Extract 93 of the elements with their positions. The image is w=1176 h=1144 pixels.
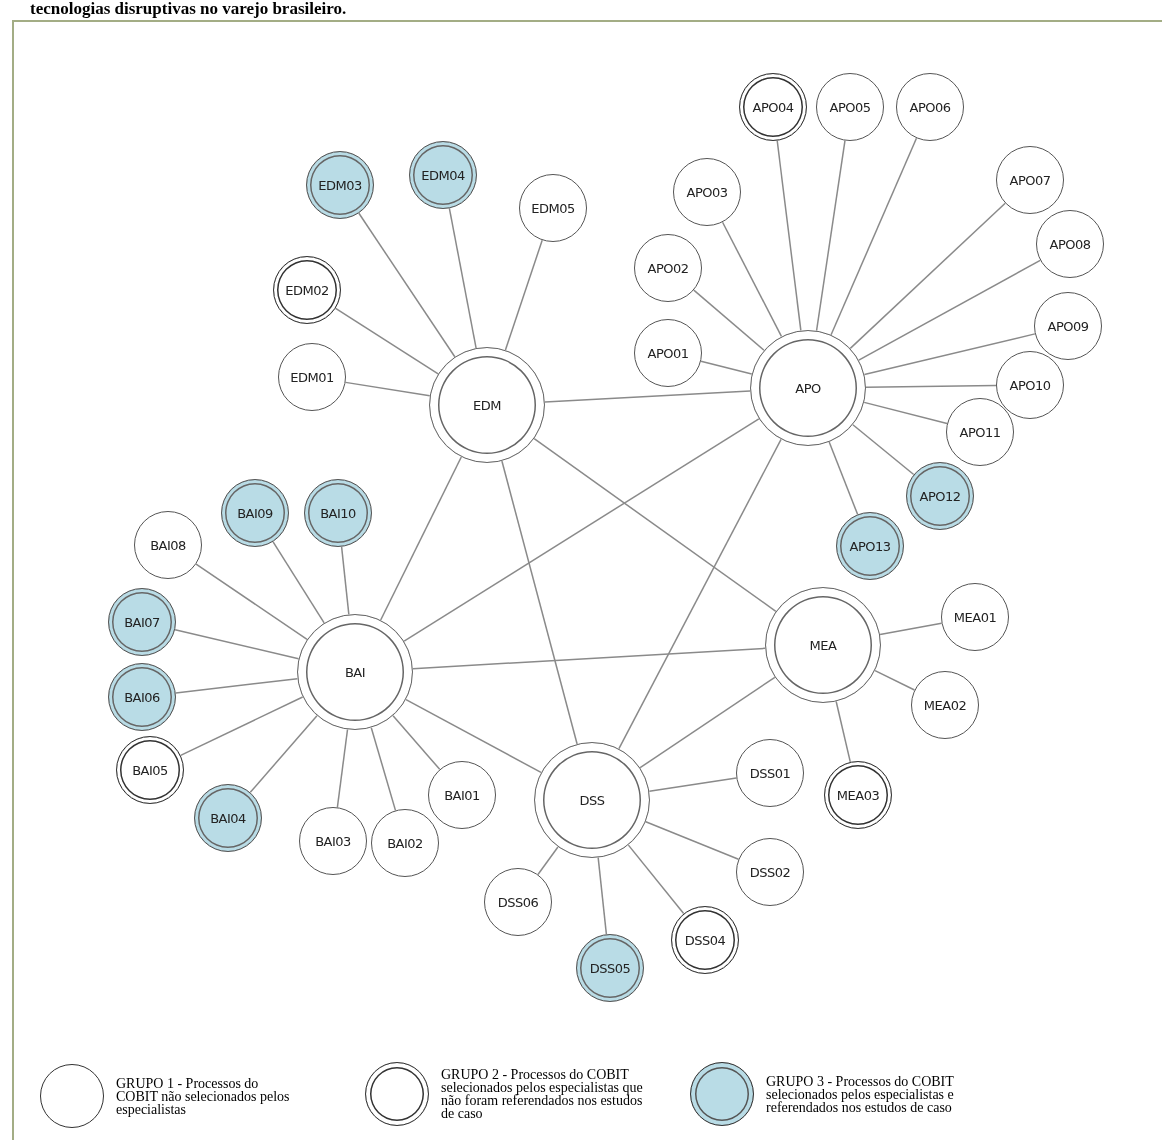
- connector-line: [639, 676, 776, 769]
- legend-text: GRUPO 3 - Processos do COBIT selecionados pelos especialistas e referendados nos estudos de caso: [766, 1074, 955, 1114]
- connector-line: [721, 221, 783, 338]
- process-code: EDM03: [318, 177, 362, 193]
- process-code: DSS04: [684, 932, 726, 948]
- process-code: EDM04: [421, 167, 465, 183]
- connector-line: [537, 846, 559, 876]
- title: tecnologias disruptivas no varejo brasileiro.: [30, 0, 347, 18]
- process-code: DSS05: [589, 960, 631, 976]
- connector-line: [403, 418, 760, 642]
- connector-line: [863, 401, 948, 425]
- connector-line: [700, 360, 753, 375]
- connector-line: [412, 647, 766, 670]
- process-code: APO03: [686, 184, 728, 200]
- connector-line: [544, 390, 751, 403]
- connector-line: [392, 715, 441, 771]
- process-code: DSS: [579, 792, 605, 808]
- connector-line: [879, 622, 943, 636]
- process-code: DSS01: [749, 765, 791, 781]
- process-code: MEA03: [836, 787, 880, 803]
- connector-line: [648, 777, 738, 793]
- connector-line: [852, 424, 915, 476]
- process-code: EDM05: [531, 200, 575, 216]
- connector-line: [618, 438, 782, 750]
- process-code: BAI04: [210, 810, 246, 826]
- process-code: BAI06: [124, 689, 160, 705]
- connector-line: [272, 541, 325, 624]
- process-code: APO12: [919, 488, 961, 504]
- connector-line: [858, 259, 1041, 361]
- connector-line: [448, 207, 477, 349]
- process-code: APO06: [909, 99, 951, 115]
- process-circle: [946, 398, 1014, 466]
- connector-line: [370, 726, 397, 812]
- connector-line: [645, 821, 740, 860]
- connector-line: [863, 333, 1036, 376]
- connector-line: [828, 441, 859, 516]
- process-circle: [996, 351, 1064, 419]
- connector-line: [835, 700, 851, 763]
- process-code: APO07: [1009, 172, 1051, 188]
- connector-line: [815, 139, 846, 332]
- process-code: APO09: [1047, 318, 1089, 334]
- process-code: DSS06: [497, 894, 539, 910]
- process-code: BAI02: [387, 835, 423, 851]
- process-code: APO08: [1049, 236, 1091, 252]
- connector-line: [175, 678, 299, 694]
- process-code: BAI07: [124, 614, 160, 630]
- process-code: BAI09: [237, 505, 273, 521]
- process-code: APO01: [647, 345, 689, 361]
- process-code: APO11: [959, 424, 1001, 440]
- process-code: MEA: [809, 637, 837, 653]
- connector-line: [340, 546, 350, 616]
- connector-line: [874, 669, 916, 691]
- process-code: EDM02: [285, 282, 329, 298]
- connector-line: [776, 140, 802, 332]
- process-code: BAI10: [320, 505, 356, 521]
- connector-line: [504, 239, 543, 351]
- legend-text: GRUPO 1 - Processos do COBIT não selecionados pelos especialistas: [116, 1076, 291, 1116]
- process-code: APO: [795, 380, 821, 396]
- connector-line: [336, 728, 349, 809]
- connector-line: [501, 460, 578, 745]
- process-code: MEA01: [953, 609, 997, 625]
- legend-text: GRUPO 2 - Processos do COBIT selecionados pelos especialistas que não foram referendados nos estudos de caso: [441, 1068, 644, 1120]
- connector-line: [693, 289, 765, 351]
- process-code: APO02: [647, 260, 689, 276]
- connector-line: [179, 696, 304, 757]
- process-circle: [428, 761, 496, 829]
- connector-line: [405, 698, 542, 774]
- process-code: APO13: [849, 538, 891, 554]
- process-code: BAI: [344, 664, 366, 680]
- connector-line: [533, 437, 777, 613]
- process-code: APO04: [752, 99, 794, 115]
- process-code: MEA02: [923, 697, 967, 713]
- connector-line: [865, 384, 997, 388]
- process-code: BAI05: [132, 762, 168, 778]
- connector-line: [249, 715, 318, 794]
- process-code: EDM: [473, 397, 501, 413]
- connector-line: [379, 456, 463, 621]
- process-code: BAI01: [444, 787, 480, 803]
- process-code: APO10: [1009, 377, 1051, 393]
- connector-line: [174, 629, 300, 660]
- connector-line: [358, 212, 456, 358]
- connector-line: [344, 381, 431, 397]
- connector-line: [627, 844, 685, 915]
- process-code: BAI03: [315, 833, 351, 849]
- process-code: EDM01: [290, 369, 334, 385]
- connector-line: [334, 307, 439, 375]
- connector-line: [849, 202, 1006, 350]
- process-code: DSS02: [749, 864, 791, 880]
- process-code: APO05: [829, 99, 871, 115]
- process-code: BAI08: [150, 537, 186, 553]
- connector-line: [830, 137, 918, 336]
- connector-line: [195, 563, 308, 641]
- connector-line: [597, 856, 608, 935]
